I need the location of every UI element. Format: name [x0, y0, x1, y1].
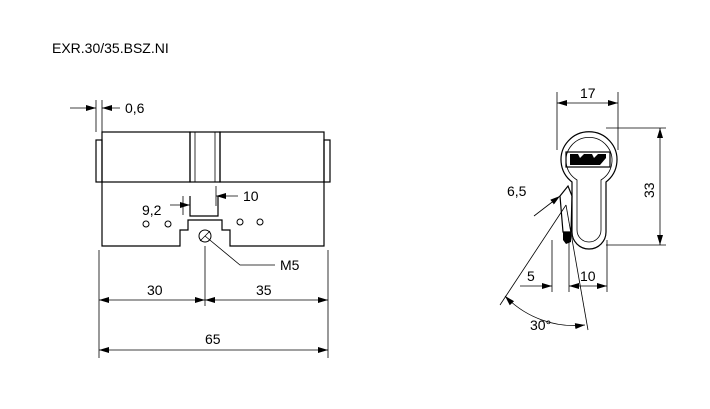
- dim-radius-label: 6,5: [507, 183, 527, 199]
- dim-angle-label: 30°: [530, 317, 551, 333]
- keyway: [565, 151, 611, 168]
- dim-total-label: 65: [205, 331, 221, 347]
- pin-hole: [236, 218, 244, 226]
- dim-width-label: 17: [580, 85, 596, 101]
- lower-housing: [101, 182, 325, 247]
- cam-notch: [189, 196, 219, 217]
- cam: [559, 184, 573, 233]
- dim-screw-label: M5: [280, 257, 300, 273]
- pin-hole: [164, 220, 172, 228]
- screw-leader: [204, 235, 275, 266]
- pin-hole: [256, 218, 264, 226]
- dim-lower-label: 10: [580, 268, 596, 284]
- dim-cam-width-label: 10: [243, 188, 259, 204]
- right-end-cap: [323, 139, 331, 183]
- cam-block: [189, 131, 221, 183]
- side-view: 17 33 6,5 5 10 30°: [499, 85, 666, 333]
- drawing-title: EXR.30/35.BSZ.NI: [52, 40, 169, 56]
- pin-hole: [142, 220, 150, 228]
- dim-height-label: 33: [641, 182, 657, 198]
- dim-left-label: 30: [147, 282, 163, 298]
- angle-arc: [504, 295, 586, 330]
- front-view: 0,6 10 9,2 M5 30 35 65: [70, 100, 331, 358]
- right-cylinder: [219, 131, 325, 183]
- left-cylinder: [101, 131, 191, 183]
- dim-right-label: 35: [256, 282, 272, 298]
- dim-offset-label: 5: [527, 268, 535, 284]
- left-flange: [95, 139, 103, 183]
- dim-cam-gap-label: 9,2: [142, 202, 162, 218]
- dim-flange-label: 0,6: [125, 100, 145, 116]
- key-profile: [570, 154, 606, 165]
- cylinder-profile: [560, 131, 618, 250]
